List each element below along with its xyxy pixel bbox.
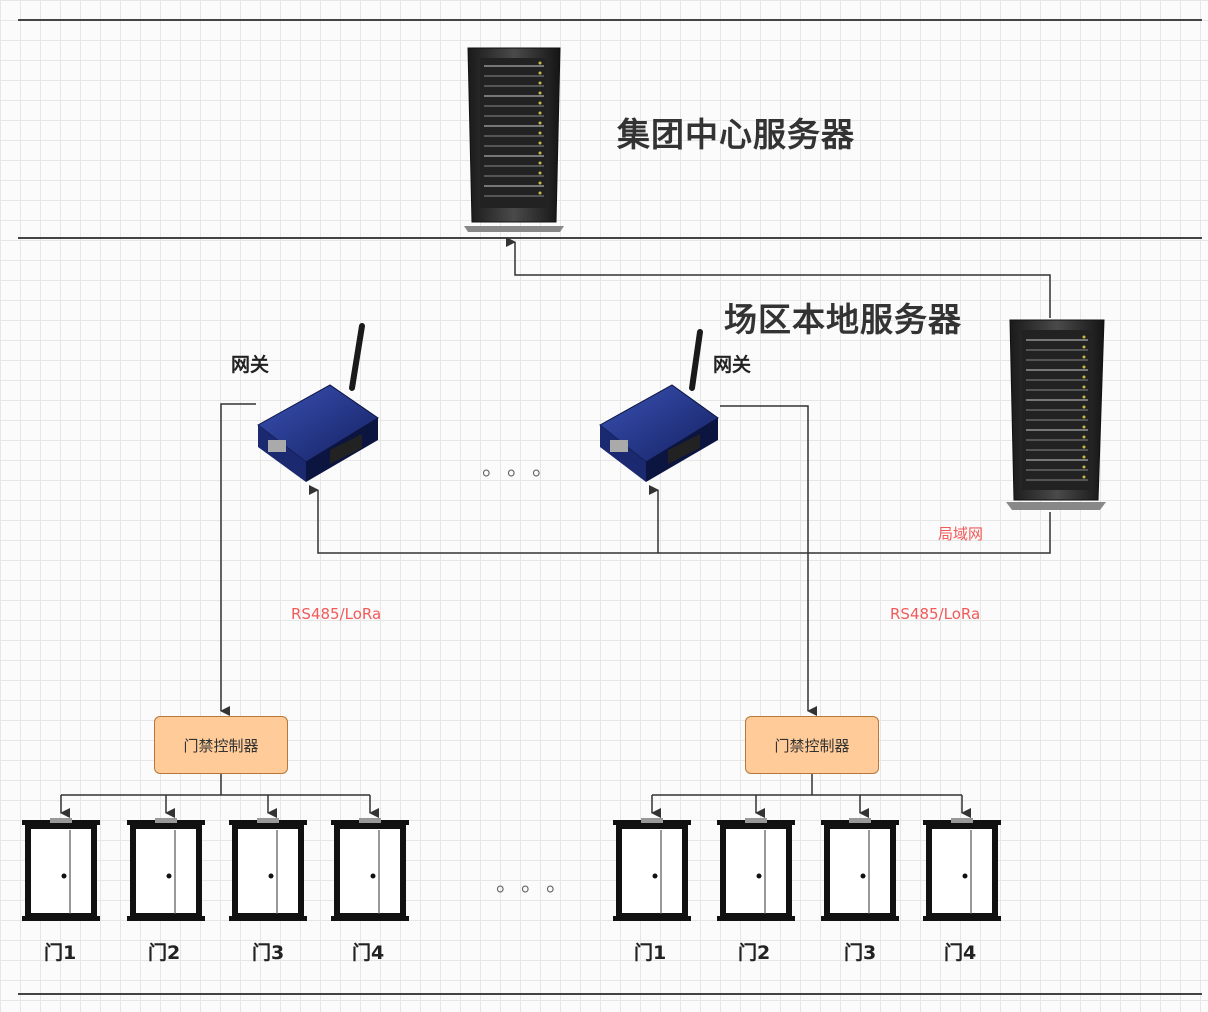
door-right-label-1: 门1 bbox=[634, 942, 667, 964]
gateway-right-icon bbox=[599, 329, 719, 482]
lan-label: 局域网 bbox=[938, 525, 984, 543]
door-left-3-icon bbox=[229, 818, 307, 921]
door-left-label-4: 门4 bbox=[352, 942, 385, 964]
controller-left: 门禁控制器 bbox=[154, 716, 288, 774]
local-server-label: 场区本地服务器 bbox=[724, 300, 962, 339]
door-bus-right bbox=[651, 774, 971, 818]
door-right-label-3: 门3 bbox=[844, 942, 877, 964]
door-left-2-icon bbox=[127, 818, 205, 921]
local-server-icon bbox=[1006, 319, 1106, 510]
lan-connector-main bbox=[309, 485, 1051, 554]
door-left-1-icon bbox=[22, 818, 100, 921]
link-left-label: RS485/LoRa bbox=[291, 605, 382, 623]
door-left-4-icon bbox=[331, 818, 409, 921]
door-left-label-3: 门3 bbox=[252, 942, 285, 964]
gateway-ellipsis: 。。。 bbox=[482, 456, 569, 481]
door-left-label-1: 门1 bbox=[44, 942, 77, 964]
door-right-1-icon bbox=[613, 818, 691, 921]
group-server-icon bbox=[464, 47, 564, 232]
door-right-label-2: 门2 bbox=[738, 942, 771, 964]
link-right-label: RS485/LoRa bbox=[890, 605, 981, 623]
uplink-connector bbox=[506, 237, 1051, 318]
door-right-3-icon bbox=[821, 818, 899, 921]
gateway-left-icon bbox=[257, 323, 379, 482]
group-server-label: 集团中心服务器 bbox=[617, 115, 855, 154]
door-left-label-2: 门2 bbox=[148, 942, 181, 964]
link-left-connector bbox=[220, 403, 256, 716]
door-right-label-4: 门4 bbox=[944, 942, 977, 964]
door-ellipsis: 。。。 bbox=[496, 872, 583, 897]
link-right-connector bbox=[720, 405, 817, 716]
door-right-2-icon bbox=[717, 818, 795, 921]
door-right-4-icon bbox=[923, 818, 1001, 921]
gateway-right-label: 网关 bbox=[713, 354, 752, 376]
gateway-left-label: 网关 bbox=[231, 354, 270, 376]
door-bus-left bbox=[60, 774, 379, 818]
controller-right: 门禁控制器 bbox=[745, 716, 879, 774]
